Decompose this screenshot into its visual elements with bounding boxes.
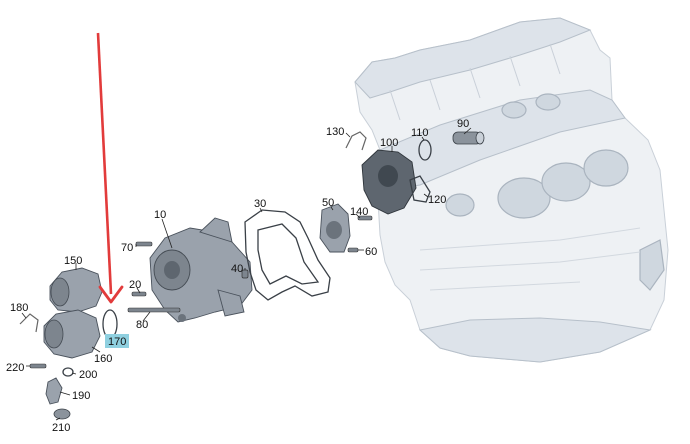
engine-block	[354, 17, 669, 363]
thermostat-housing	[361, 149, 417, 215]
callout-160: 160	[94, 353, 112, 365]
water-pump-gasket	[244, 209, 331, 301]
callout-10: 10	[154, 209, 166, 221]
callout-200: 200	[79, 369, 97, 381]
callout-40: 40	[231, 263, 243, 275]
clip-180	[19, 313, 39, 333]
callout-70: 70	[121, 242, 133, 254]
seal-ring-170	[102, 309, 118, 339]
callout-80: 80	[136, 319, 148, 331]
bolt-70	[135, 241, 153, 247]
callout-labels: 10 20 30 40 50 60 70 80 90 100 110 120 1…	[6, 118, 469, 434]
callout-140: 140	[350, 206, 368, 218]
callout-170-highlight	[105, 334, 129, 348]
callout-20: 20	[129, 279, 141, 291]
callout-190: 190	[72, 390, 90, 402]
coolant-pipe	[452, 131, 485, 145]
o-ring-200	[62, 367, 74, 377]
callout-150: 150	[64, 255, 82, 267]
water-pump-housing	[149, 217, 253, 323]
bolt-220	[29, 363, 47, 369]
bolt-140	[357, 215, 373, 221]
bolt-20	[131, 291, 147, 297]
leader-lines	[21, 127, 472, 421]
callout-60: 60	[365, 246, 377, 258]
callout-30: 30	[254, 198, 266, 210]
callout-120: 120	[428, 194, 446, 206]
callout-50: 50	[322, 197, 334, 209]
thermostat-150	[49, 267, 103, 313]
callout-220: 220	[6, 362, 24, 374]
pointer-arrow	[96, 32, 124, 304]
callout-210: 210	[52, 422, 70, 434]
thermostat-160	[43, 309, 101, 359]
bolt-80	[127, 307, 181, 313]
bolt-60	[347, 247, 359, 253]
fitting-190	[45, 377, 63, 405]
callout-110: 110	[411, 127, 429, 139]
callout-90: 90	[457, 118, 469, 130]
clip-130	[345, 131, 367, 151]
callout-170: 170	[108, 336, 126, 348]
pump-cover	[319, 203, 351, 253]
ring-210	[53, 408, 71, 420]
callout-100: 100	[380, 137, 398, 149]
o-ring-110	[418, 139, 432, 161]
callout-180: 180	[10, 302, 28, 314]
callout-130: 130	[326, 126, 344, 138]
